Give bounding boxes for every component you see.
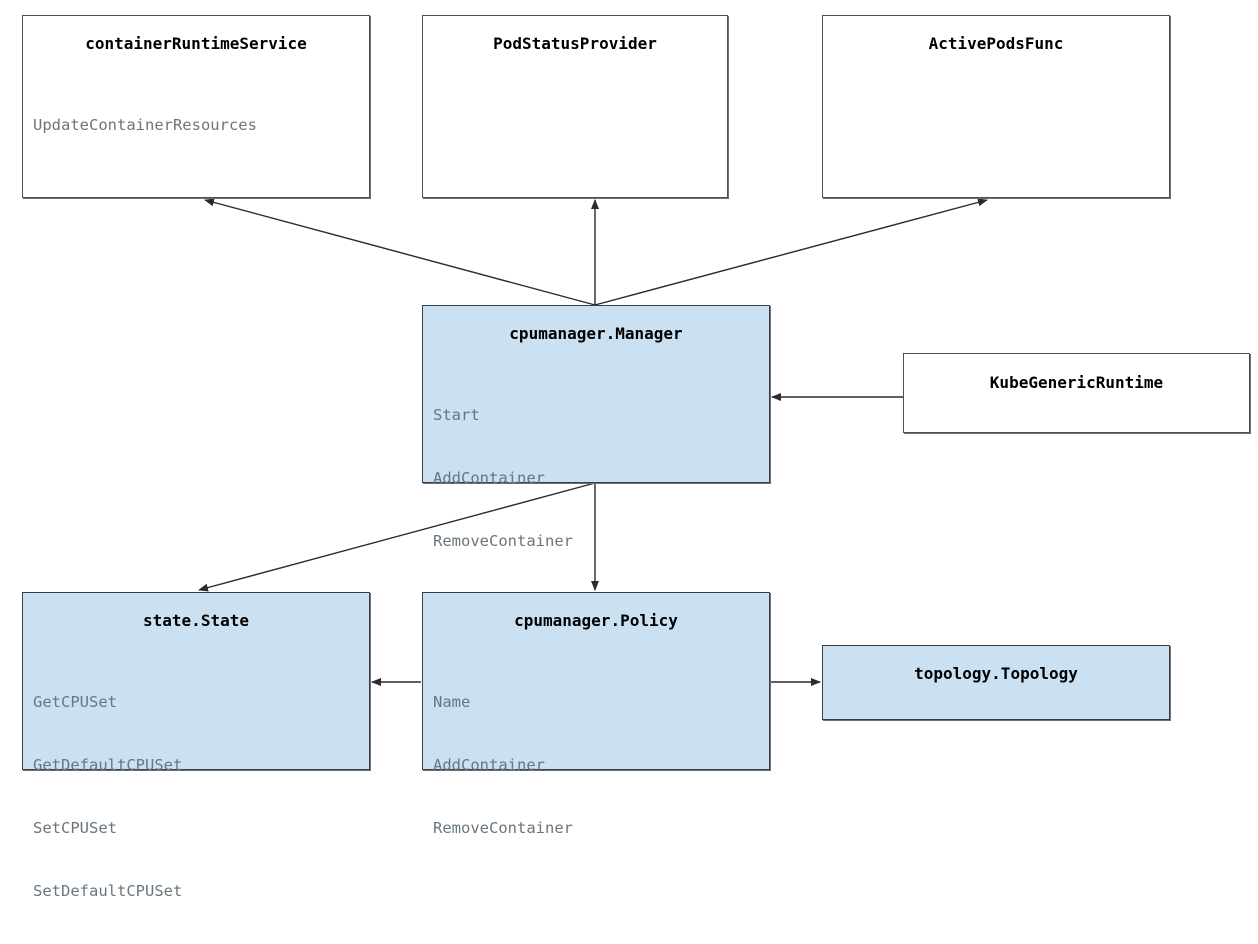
node-title-cpumanagerPolicy: cpumanager.Policy bbox=[514, 611, 678, 630]
edge-manager-to-containerRuntimeService bbox=[204, 198, 596, 306]
member-item: AddContainer bbox=[433, 756, 545, 774]
node-title-cpumanagerManager: cpumanager.Manager bbox=[509, 324, 683, 343]
node-title-containerRuntimeService: containerRuntimeService bbox=[85, 34, 307, 53]
node-title-kubeGenericRuntime: KubeGenericRuntime bbox=[989, 373, 1164, 392]
node-title-stateState: state.State bbox=[143, 611, 249, 630]
member-item: GetCPUSet bbox=[33, 693, 117, 711]
member-item: AddContainer bbox=[433, 469, 545, 487]
member-item: Start bbox=[433, 406, 480, 424]
node-members-stateState: GetCPUSet GetDefaultCPUSet SetCPUSet Set… bbox=[33, 650, 369, 944]
member-item: SetDefaultCPUSet bbox=[33, 882, 183, 900]
node-cpumanagerPolicy[interactable]: cpumanager.Policy Name AddContainer Remo… bbox=[422, 592, 770, 837]
class-diagram-canvas: containerRuntimeService UpdateContainerR… bbox=[22, 15, 1250, 900]
member-item: Name bbox=[433, 693, 471, 711]
node-stateState[interactable]: state.State GetCPUSet GetDefaultCPUSet S… bbox=[22, 592, 370, 900]
node-members-containerRuntimeService: UpdateContainerResources bbox=[33, 73, 369, 178]
node-title-activePodsFunc: ActivePodsFunc bbox=[928, 34, 1064, 53]
member-item: RemoveContainer bbox=[433, 819, 573, 837]
member-item: SetCPUSet bbox=[33, 819, 117, 837]
node-cpumanagerManager[interactable]: cpumanager.Manager Start AddContainer Re… bbox=[422, 305, 770, 613]
node-title-podStatusProvider: PodStatusProvider bbox=[493, 34, 657, 53]
node-topologyTopology[interactable]: topology.Topology bbox=[822, 645, 1170, 720]
edge-manager-to-activePodsFunc bbox=[594, 198, 988, 306]
node-kubeGenericRuntime[interactable]: KubeGenericRuntime bbox=[903, 353, 1250, 433]
node-containerRuntimeService[interactable]: containerRuntimeService UpdateContainerR… bbox=[22, 15, 370, 198]
member-item: GetDefaultCPUSet bbox=[33, 756, 183, 774]
node-members-cpumanagerPolicy: Name AddContainer RemoveContainer bbox=[433, 650, 769, 881]
member-item: UpdateContainerResources bbox=[33, 116, 257, 134]
node-podStatusProvider[interactable]: PodStatusProvider bbox=[422, 15, 728, 198]
node-title-topologyTopology: topology.Topology bbox=[914, 664, 1078, 683]
node-activePodsFunc[interactable]: ActivePodsFunc bbox=[822, 15, 1170, 198]
member-item: RemoveContainer bbox=[433, 532, 573, 550]
